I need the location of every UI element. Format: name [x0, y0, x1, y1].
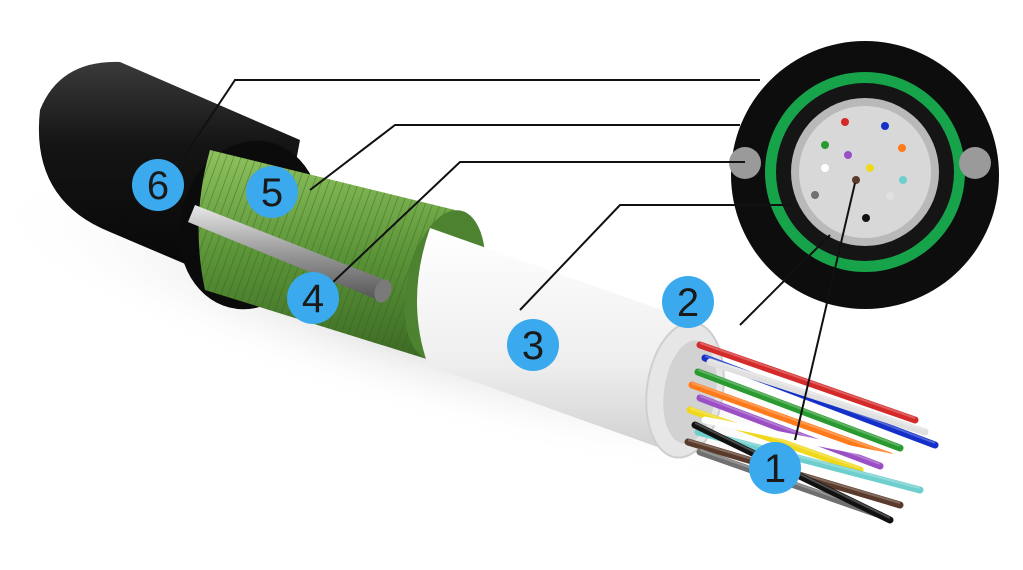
cross-fiber-dot	[899, 176, 907, 184]
fiber-strand	[688, 381, 894, 460]
cross-rod-right	[959, 147, 991, 179]
badge-3: 3	[507, 319, 559, 371]
fiber-highlight	[697, 369, 901, 447]
leader-line-5	[309, 124, 740, 191]
fiber-bundle	[684, 341, 939, 524]
badge-4-label: 4	[302, 277, 324, 321]
fiber-strand	[694, 368, 904, 452]
cross-fiber-dot	[898, 144, 906, 152]
leader-line-4	[329, 161, 745, 286]
cross-fiber-dot	[811, 191, 819, 199]
leader-line-2	[739, 234, 831, 326]
badge-5: 5	[246, 166, 298, 218]
badge-4: 4	[287, 272, 339, 324]
fiber-highlight	[709, 359, 926, 431]
cross-fiber-dot	[862, 214, 870, 222]
fiber-highlight	[699, 395, 881, 465]
badge-3-label: 3	[522, 324, 544, 368]
leader-line-6	[164, 79, 760, 186]
cross-fiber-dot	[866, 164, 874, 172]
leader-line-3	[519, 204, 790, 311]
fiber-highlight	[699, 342, 916, 419]
fiber-strand	[706, 358, 929, 436]
fiber-strand	[701, 416, 919, 466]
fiber-highlight	[697, 429, 921, 489]
leader-line-1	[794, 182, 856, 441]
cross-fiber-dot	[841, 118, 849, 126]
cross-section	[729, 41, 999, 309]
fiber-highlight	[691, 382, 891, 455]
badge-6: 6	[132, 159, 184, 211]
badge-2: 2	[662, 276, 714, 328]
badge-2-label: 2	[677, 281, 699, 325]
badge-6-label: 6	[147, 164, 169, 208]
cross-fiber-dot	[821, 164, 829, 172]
badge-5-label: 5	[261, 171, 283, 215]
leader-lines	[164, 79, 856, 441]
fiber-highlight	[704, 417, 916, 461]
badge-1-label: 1	[764, 447, 786, 491]
cross-fiber-dot	[844, 151, 852, 159]
strength-rod	[188, 205, 392, 303]
cross-fiber-dot	[852, 176, 860, 184]
cross-fiber-dot	[886, 192, 894, 200]
fiber-highlight	[689, 407, 861, 469]
cross-fiber-dot	[881, 122, 889, 130]
badge-1: 1	[749, 442, 801, 494]
fiber-strand	[696, 394, 884, 470]
cross-fiber-dot	[821, 141, 829, 149]
